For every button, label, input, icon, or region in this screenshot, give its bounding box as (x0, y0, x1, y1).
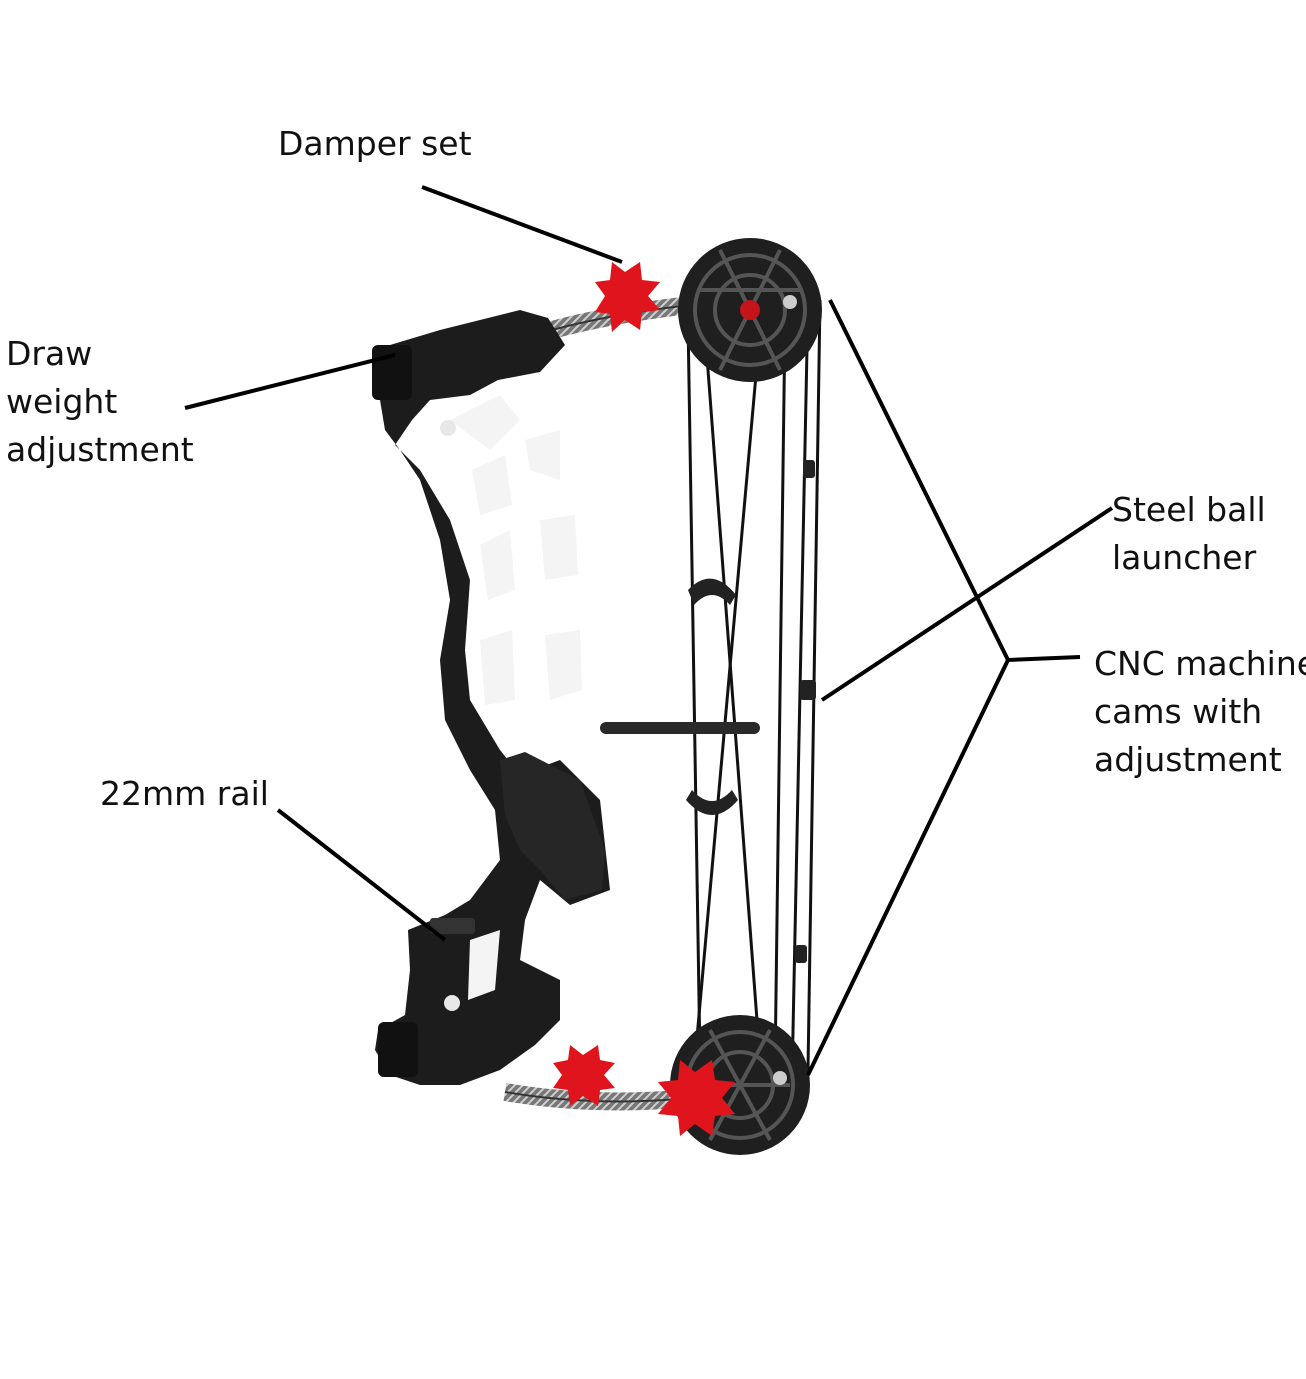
label-cnc-machine-cams: CNC machine cams with adjustment (1094, 640, 1306, 784)
ball-launcher-nock (800, 680, 816, 700)
string-slide-lower (686, 790, 738, 815)
accessory-rail (430, 918, 475, 934)
upper-cam (678, 238, 822, 382)
label-cnc-line-3: adjustment (1094, 740, 1282, 779)
limb-dampers (553, 262, 735, 1136)
label-damper-set: Damper set (278, 120, 472, 168)
label-cnc-line-1: CNC machine (1094, 644, 1306, 683)
riser (372, 310, 610, 1085)
grip (500, 752, 605, 900)
label-draw-weight-adjustment: Draw weight adjustment (6, 330, 194, 474)
string-slide-upper (688, 578, 736, 605)
leader-damper (421, 185, 623, 264)
label-draw-weight-line-2: weight (6, 382, 118, 421)
label-steel-ball-line-2: launcher (1112, 538, 1257, 577)
leader-draw-weight (184, 353, 396, 410)
label-draw-weight-line-1: Draw (6, 334, 93, 373)
label-cnc-line-2: cams with (1094, 692, 1263, 731)
leader-cnc-upper (828, 299, 1081, 663)
label-rail-text: 22mm rail (100, 774, 269, 813)
leader-rail (276, 808, 447, 942)
leader-cnc-lower (806, 659, 1010, 1076)
leader-lines (184, 185, 1114, 1076)
label-22mm-rail: 22mm rail (100, 770, 269, 818)
label-steel-ball-launcher: Steel ball launcher (1112, 486, 1266, 582)
leader-steel-ball (820, 506, 1114, 702)
cable-guard-rod (600, 722, 760, 734)
label-steel-ball-line-1: Steel ball (1112, 490, 1266, 529)
label-damper-set-text: Damper set (278, 124, 472, 163)
label-draw-weight-line-3: adjustment (6, 430, 194, 469)
